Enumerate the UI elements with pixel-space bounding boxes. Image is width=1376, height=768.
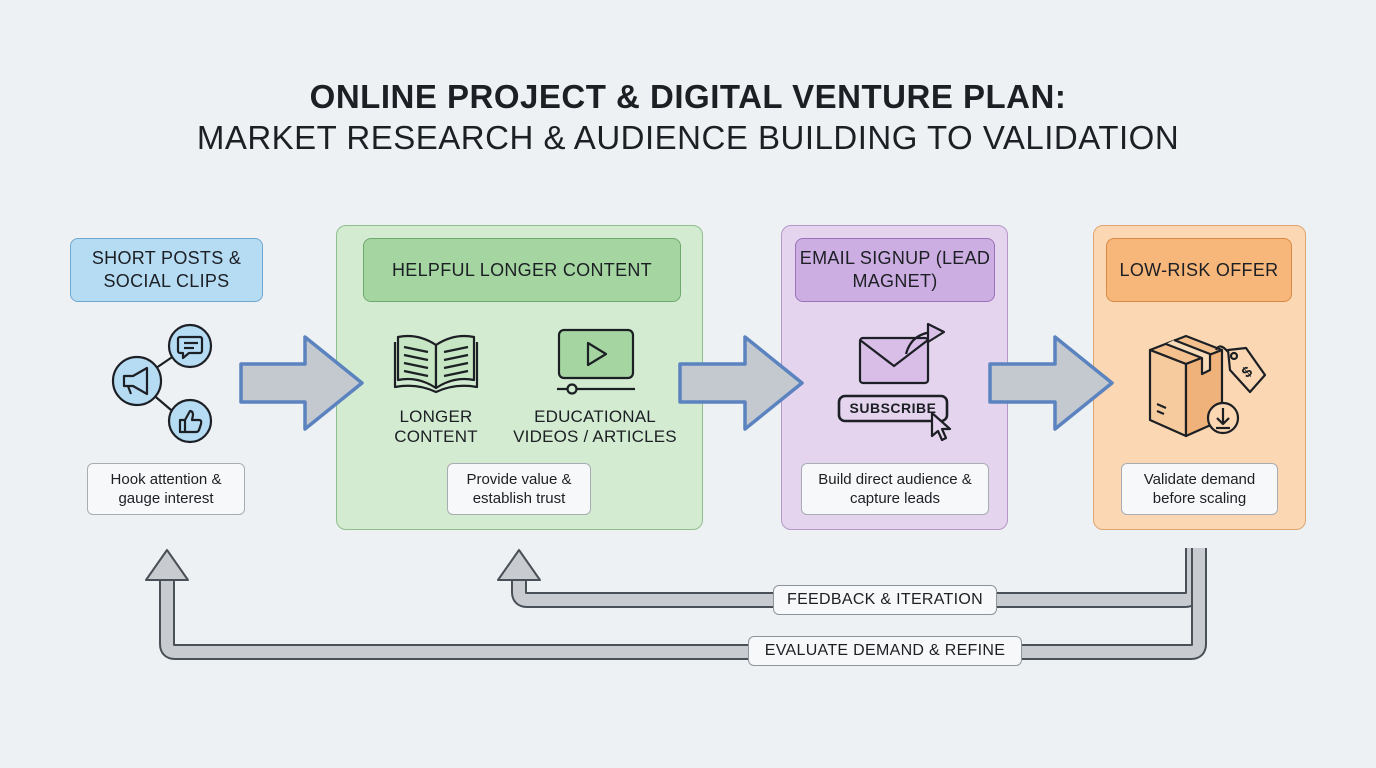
stage-3-header: EMAIL SIGNUP (LEAD MAGNET) xyxy=(795,238,995,302)
evaluate-demand-label: EVALUATE DEMAND & REFINE xyxy=(748,636,1022,666)
stage-1-header: SHORT POSTS & SOCIAL CLIPS xyxy=(70,238,263,302)
diagram-title-line-2: MARKET RESEARCH & AUDIENCE BUILDING TO V… xyxy=(196,119,1180,156)
stage-2-note: Provide value & establish trust xyxy=(447,463,591,515)
educational-videos-label: EDUCATIONAL VIDEOS / ARTICLES xyxy=(513,407,677,446)
flow-arrow-2 xyxy=(678,335,804,431)
subscribe-label: SUBSCRIBE xyxy=(850,400,937,416)
stage-2-header: HELPFUL LONGER CONTENT xyxy=(363,238,681,302)
social-megaphone-network-icon xyxy=(111,323,213,444)
stage-3-note: Build direct audience & capture leads xyxy=(801,463,989,515)
longer-content-label: LONGER CONTENT xyxy=(394,407,478,446)
evaluate-loop-arrow xyxy=(145,548,1207,660)
diagram-title-line-1: ONLINE PROJECT & DIGITAL VENTURE PLAN: xyxy=(309,78,1067,115)
package-price-tag-icon xyxy=(1148,334,1267,438)
stage-1-note: Hook attention & gauge interest xyxy=(87,463,245,515)
open-book-icon xyxy=(393,334,479,394)
flow-arrow-1 xyxy=(239,335,364,431)
stage-4-note: Validate demand before scaling xyxy=(1121,463,1278,515)
video-player-icon xyxy=(557,328,635,395)
flow-arrow-3 xyxy=(988,335,1114,431)
email-subscribe-icon xyxy=(837,322,952,442)
stage-4-header: LOW-RISK OFFER xyxy=(1106,238,1292,302)
feedback-iteration-label: FEEDBACK & ITERATION xyxy=(773,585,997,615)
